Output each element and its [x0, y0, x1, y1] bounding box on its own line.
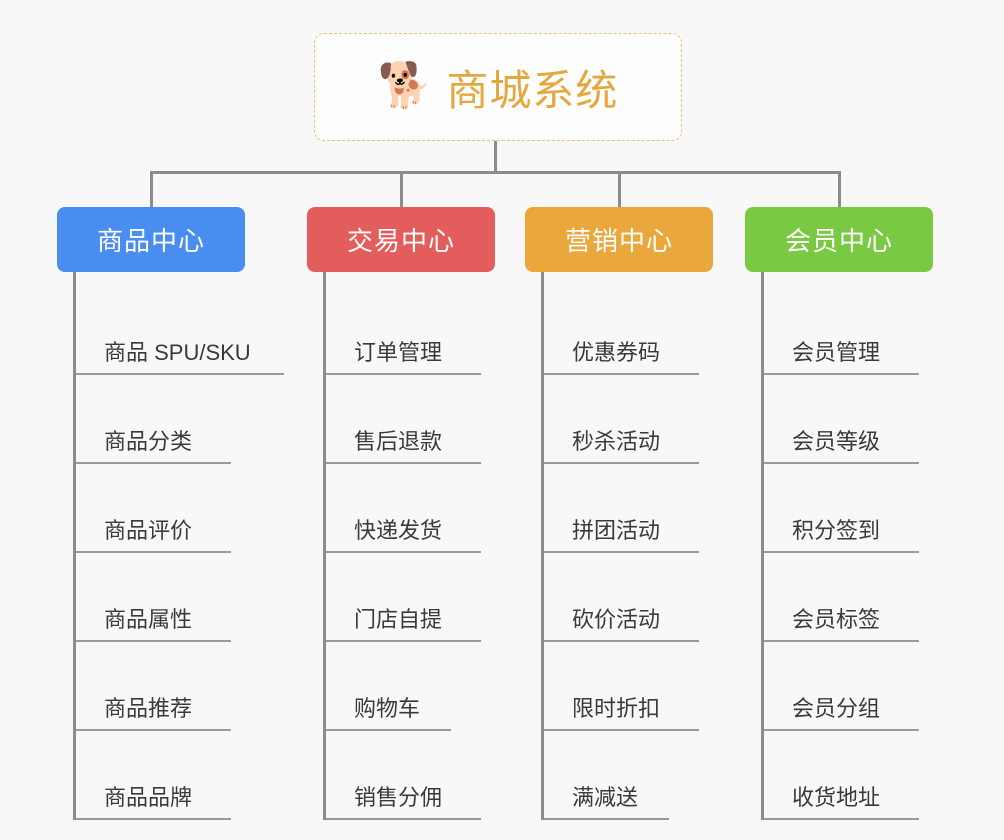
- list-item-label: 订单管理: [354, 340, 443, 365]
- shiba-dog-face-icon: 🐕: [377, 61, 433, 110]
- list-item-label: 优惠券码: [572, 340, 661, 365]
- list-item[interactable]: 会员标签: [764, 553, 933, 642]
- branch-items-member-center: 会员管理 会员等级 积分签到 会员标签 会员分组 收货地址: [761, 272, 933, 820]
- branch-member-center: 会员中心 会员管理 会员等级 积分签到 会员标签 会员分组: [745, 207, 933, 820]
- branch-header-trade-center[interactable]: 交易中心: [307, 207, 495, 272]
- connector-drop-trade-center: [400, 171, 403, 208]
- branch-items-product-center: 商品 SPU/SKU 商品分类 商品评价 商品属性 商品推荐 商品品牌: [73, 272, 284, 820]
- list-item-label: 满减送: [572, 785, 639, 810]
- list-item-label: 会员管理: [792, 340, 881, 365]
- root-title: 商城系统: [446, 66, 619, 114]
- list-item-label: 商品属性: [104, 607, 193, 632]
- list-item[interactable]: 购物车: [326, 642, 495, 731]
- list-item[interactable]: 拼团活动: [544, 464, 713, 553]
- list-item-rule: [76, 729, 231, 731]
- branch-header-label: 商品中心: [96, 226, 205, 256]
- list-item-rule: [76, 551, 231, 553]
- branch-header-product-center[interactable]: 商品中心: [57, 207, 245, 272]
- list-item-label: 限时折扣: [572, 696, 661, 721]
- list-item-rule: [544, 373, 699, 375]
- list-item-rule: [544, 729, 699, 731]
- list-item[interactable]: 会员管理: [764, 286, 933, 375]
- list-item-rule: [326, 462, 481, 464]
- branch-product-center: 商品中心 商品 SPU/SKU 商品分类 商品评价 商品属性 商品推荐: [57, 207, 284, 820]
- root-node[interactable]: 🐕 商城系统: [314, 33, 682, 141]
- branch-header-label: 会员中心: [784, 226, 893, 256]
- connector-drop-member-center: [838, 171, 841, 208]
- list-item-rule: [764, 551, 919, 553]
- list-item-label: 会员分组: [792, 696, 881, 721]
- branch-marketing-center: 营销中心 优惠券码 秒杀活动 拼团活动 砍价活动 限时折扣: [525, 207, 713, 820]
- connector-horizontal-bar: [150, 171, 840, 174]
- connector-drop-product-center: [150, 171, 153, 208]
- branch-trade-center: 交易中心 订单管理 售后退款 快递发货 门店自提 购物车: [307, 207, 495, 820]
- list-item[interactable]: 砍价活动: [544, 553, 713, 642]
- branch-items-trade-center: 订单管理 售后退款 快递发货 门店自提 购物车 销售分佣: [323, 272, 495, 820]
- list-item-rule: [544, 640, 699, 642]
- list-item[interactable]: 限时折扣: [544, 642, 713, 731]
- list-item-rule: [326, 551, 481, 553]
- branch-header-label: 交易中心: [346, 226, 455, 256]
- list-item-rule: [544, 551, 699, 553]
- list-item-rule: [76, 462, 231, 464]
- list-item-label: 商品 SPU/SKU: [104, 340, 251, 365]
- list-item[interactable]: 商品评价: [76, 464, 245, 553]
- branch-items-marketing-center: 优惠券码 秒杀活动 拼团活动 砍价活动 限时折扣 满减送: [541, 272, 713, 820]
- list-item-label: 销售分佣: [354, 785, 443, 810]
- connector-root-stem: [494, 141, 497, 173]
- list-item-rule: [764, 818, 919, 820]
- list-item[interactable]: 快递发货: [326, 464, 495, 553]
- branch-header-marketing-center[interactable]: 营销中心: [525, 207, 713, 272]
- list-item[interactable]: 商品属性: [76, 553, 245, 642]
- list-item-label: 商品评价: [104, 518, 193, 543]
- list-item-rule: [544, 462, 699, 464]
- list-item-label: 商品分类: [104, 429, 193, 454]
- list-item[interactable]: 积分签到: [764, 464, 933, 553]
- list-item-label: 快递发货: [354, 518, 443, 543]
- list-item[interactable]: 会员分组: [764, 642, 933, 731]
- list-item-rule: [76, 640, 231, 642]
- list-item-label: 售后退款: [354, 429, 443, 454]
- connector-drop-marketing-center: [618, 171, 621, 208]
- list-item-rule: [326, 729, 451, 731]
- list-item-label: 会员标签: [792, 607, 881, 632]
- list-item-label: 商品品牌: [104, 785, 193, 810]
- list-item[interactable]: 销售分佣: [326, 731, 495, 820]
- list-item-rule: [76, 818, 231, 820]
- list-item[interactable]: 售后退款: [326, 375, 495, 464]
- list-item[interactable]: 门店自提: [326, 553, 495, 642]
- list-item[interactable]: 满减送: [544, 731, 713, 820]
- list-item[interactable]: 会员等级: [764, 375, 933, 464]
- list-item-label: 拼团活动: [572, 518, 661, 543]
- list-item-label: 砍价活动: [572, 607, 661, 632]
- list-item-label: 积分签到: [792, 518, 881, 543]
- list-item-rule: [326, 818, 481, 820]
- list-item[interactable]: 商品品牌: [76, 731, 245, 820]
- list-item-label: 收货地址: [792, 785, 881, 810]
- list-item-rule: [76, 373, 284, 375]
- branch-header-label: 营销中心: [564, 226, 673, 256]
- list-item-rule: [326, 640, 481, 642]
- list-item[interactable]: 订单管理: [326, 286, 495, 375]
- list-item[interactable]: 商品推荐: [76, 642, 245, 731]
- list-item[interactable]: 优惠券码: [544, 286, 713, 375]
- list-item-rule: [764, 729, 919, 731]
- list-item-label: 秒杀活动: [572, 429, 661, 454]
- list-item-rule: [764, 640, 919, 642]
- list-item[interactable]: 秒杀活动: [544, 375, 713, 464]
- list-item[interactable]: 收货地址: [764, 731, 933, 820]
- list-item-rule: [544, 818, 669, 820]
- list-item-label: 会员等级: [792, 429, 881, 454]
- list-item-rule: [764, 373, 919, 375]
- list-item-label: 购物车: [354, 696, 421, 721]
- list-item-label: 商品推荐: [104, 696, 193, 721]
- list-item[interactable]: 商品 SPU/SKU: [76, 286, 284, 375]
- list-item-rule: [764, 462, 919, 464]
- branch-header-member-center[interactable]: 会员中心: [745, 207, 933, 272]
- list-item-label: 门店自提: [354, 607, 443, 632]
- list-item[interactable]: 商品分类: [76, 375, 245, 464]
- list-item-rule: [326, 373, 481, 375]
